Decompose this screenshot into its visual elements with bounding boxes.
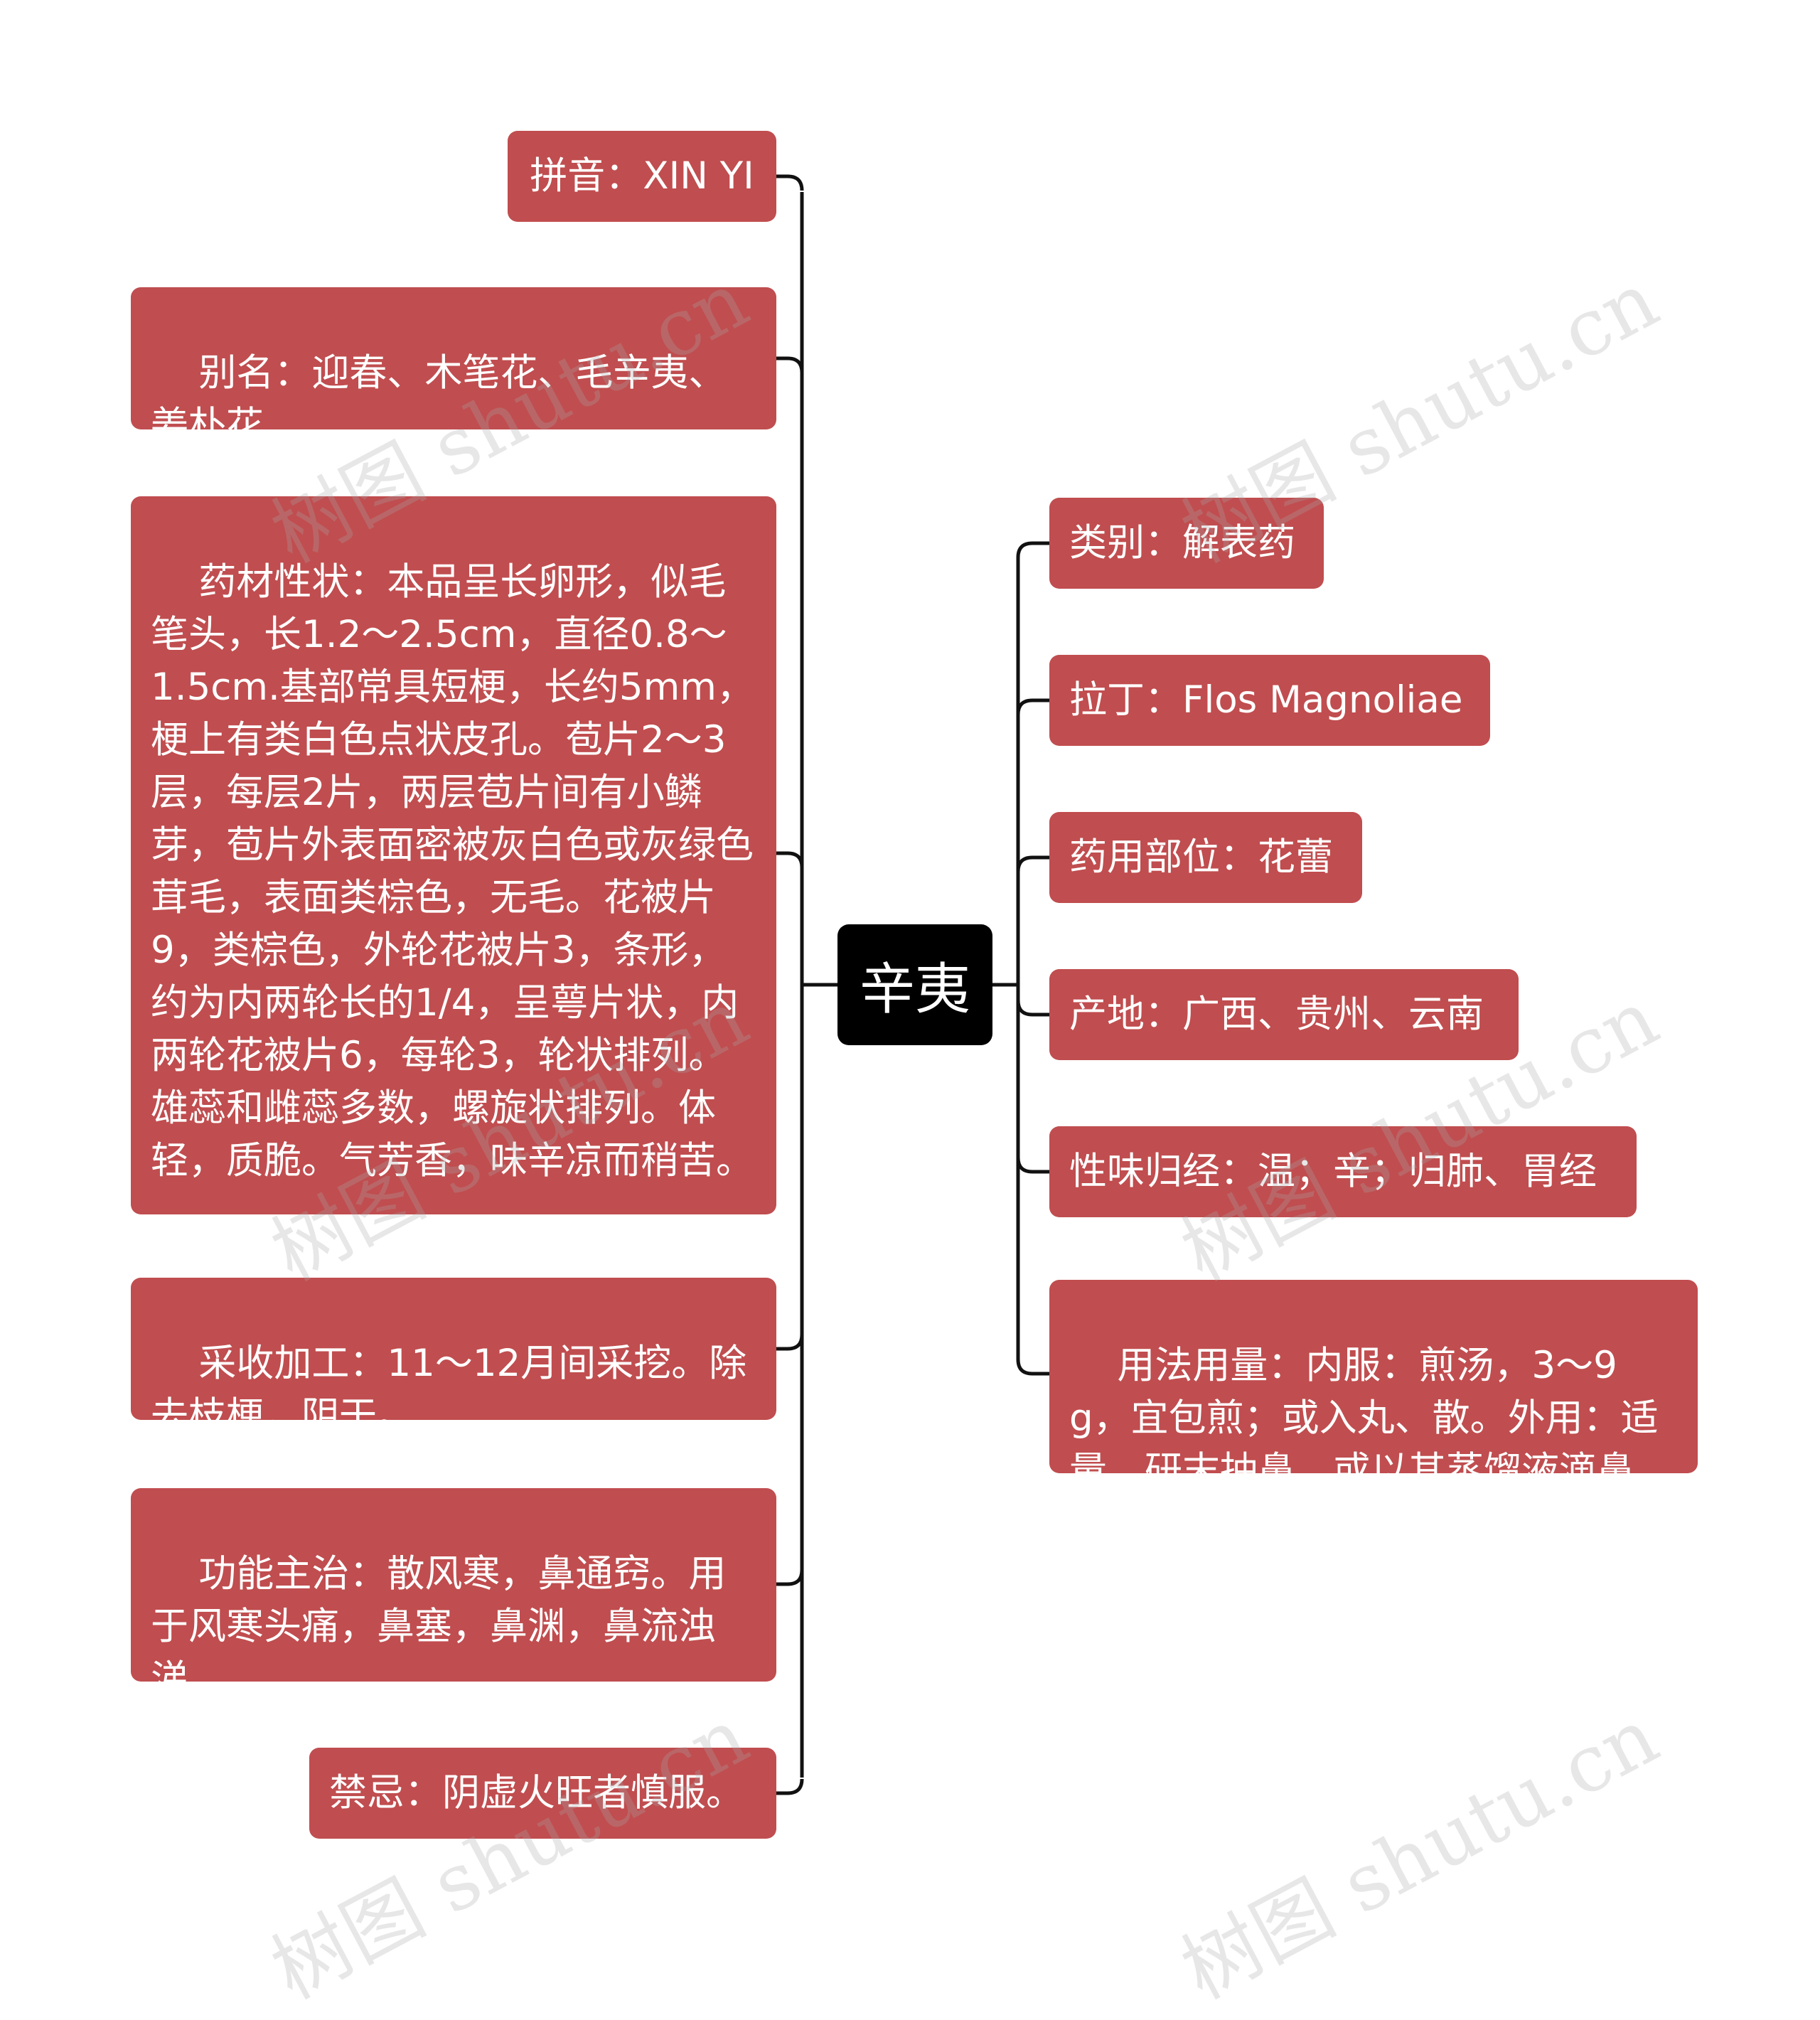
node-pinyin[interactable]: 拼音：XIN YI [508, 131, 776, 222]
node-part-text: 药用部位：花蕾 [1069, 835, 1333, 879]
node-part[interactable]: 药用部位：花蕾 [1049, 812, 1362, 903]
node-processing-text: 采收加工：11～12月间采挖。除去枝梗，阴干。 [151, 1342, 747, 1438]
connector-left-alias [776, 356, 804, 373]
node-processing[interactable]: 采收加工：11～12月间采挖。除去枝梗，阴干。 [131, 1278, 776, 1438]
node-taboo[interactable]: 禁忌：阴虚火旺者慎服。 [309, 1748, 776, 1839]
connector-right-category [1016, 541, 1049, 558]
connector-left-taboo [776, 1778, 804, 1795]
node-latin[interactable]: 拉丁：Flos Magnoliae [1049, 655, 1490, 746]
connector-right-origin [1016, 1000, 1049, 1017]
mind-map-canvas: 拼音：XIN YI 别名：迎春、木笔花、毛辛夷、姜朴花 药材性状：本品呈长卵形，… [131, 131, 1698, 2016]
node-pinyin-text: 拼音：XIN YI [530, 154, 754, 198]
connector-left-function [776, 1569, 804, 1586]
connector-right-part [1016, 855, 1049, 872]
connector-right-usage [1016, 1359, 1049, 1376]
node-description[interactable]: 药材性状：本品呈长卵形，似毛笔头，长1.2～2.5cm，直径0.8～1.5cm.… [131, 496, 776, 1214]
node-nature-text: 性味归经：温；辛；归肺、胃经 [1069, 1150, 1597, 1193]
node-usage-text: 用法用量：内服：煎汤，3～9g，宜包煎；或入丸、散。外用：适量，研末抽鼻，或以其… [1069, 1344, 1672, 1492]
connector-right-nature [1016, 1157, 1049, 1174]
connector-lines [776, 174, 1049, 1795]
node-alias[interactable]: 别名：迎春、木笔花、毛辛夷、姜朴花 [131, 287, 776, 447]
node-function-text: 功能主治：散风寒，鼻通窍。用于风寒头痛，鼻塞，鼻渊，鼻流浊涕。 [151, 1552, 727, 1701]
node-latin-text: 拉丁：Flos Magnoliae [1069, 678, 1463, 722]
root-node-label: 辛夷 [859, 958, 970, 1022]
node-alias-text: 别名：迎春、木笔花、毛辛夷、姜朴花 [151, 351, 727, 447]
node-nature[interactable]: 性味归经：温；辛；归肺、胃经 [1049, 1126, 1637, 1217]
connector-left-description [776, 851, 804, 868]
node-origin[interactable]: 产地：广西、贵州、云南 [1049, 969, 1519, 1060]
connector-left-pinyin [776, 174, 804, 191]
connector-left-processing [776, 1334, 804, 1351]
node-category[interactable]: 类别：解表药 [1049, 498, 1324, 589]
root-node[interactable]: 辛夷 [837, 924, 992, 1045]
connector-right-latin [1016, 698, 1049, 715]
node-usage[interactable]: 用法用量：内服：煎汤，3～9g，宜包煎；或入丸、散。外用：适量，研末抽鼻，或以其… [1049, 1280, 1698, 1492]
node-description-text: 药材性状：本品呈长卵形，似毛笔头，长1.2～2.5cm，直径0.8～1.5cm.… [151, 560, 754, 1182]
node-category-text: 类别：解表药 [1069, 521, 1295, 565]
node-taboo-text: 禁忌：阴虚火旺者慎服。 [329, 1771, 744, 1815]
node-origin-text: 产地：广西、贵州、云南 [1069, 993, 1484, 1036]
node-function[interactable]: 功能主治：散风寒，鼻通窍。用于风寒头痛，鼻塞，鼻渊，鼻流浊涕。 [131, 1488, 776, 1701]
